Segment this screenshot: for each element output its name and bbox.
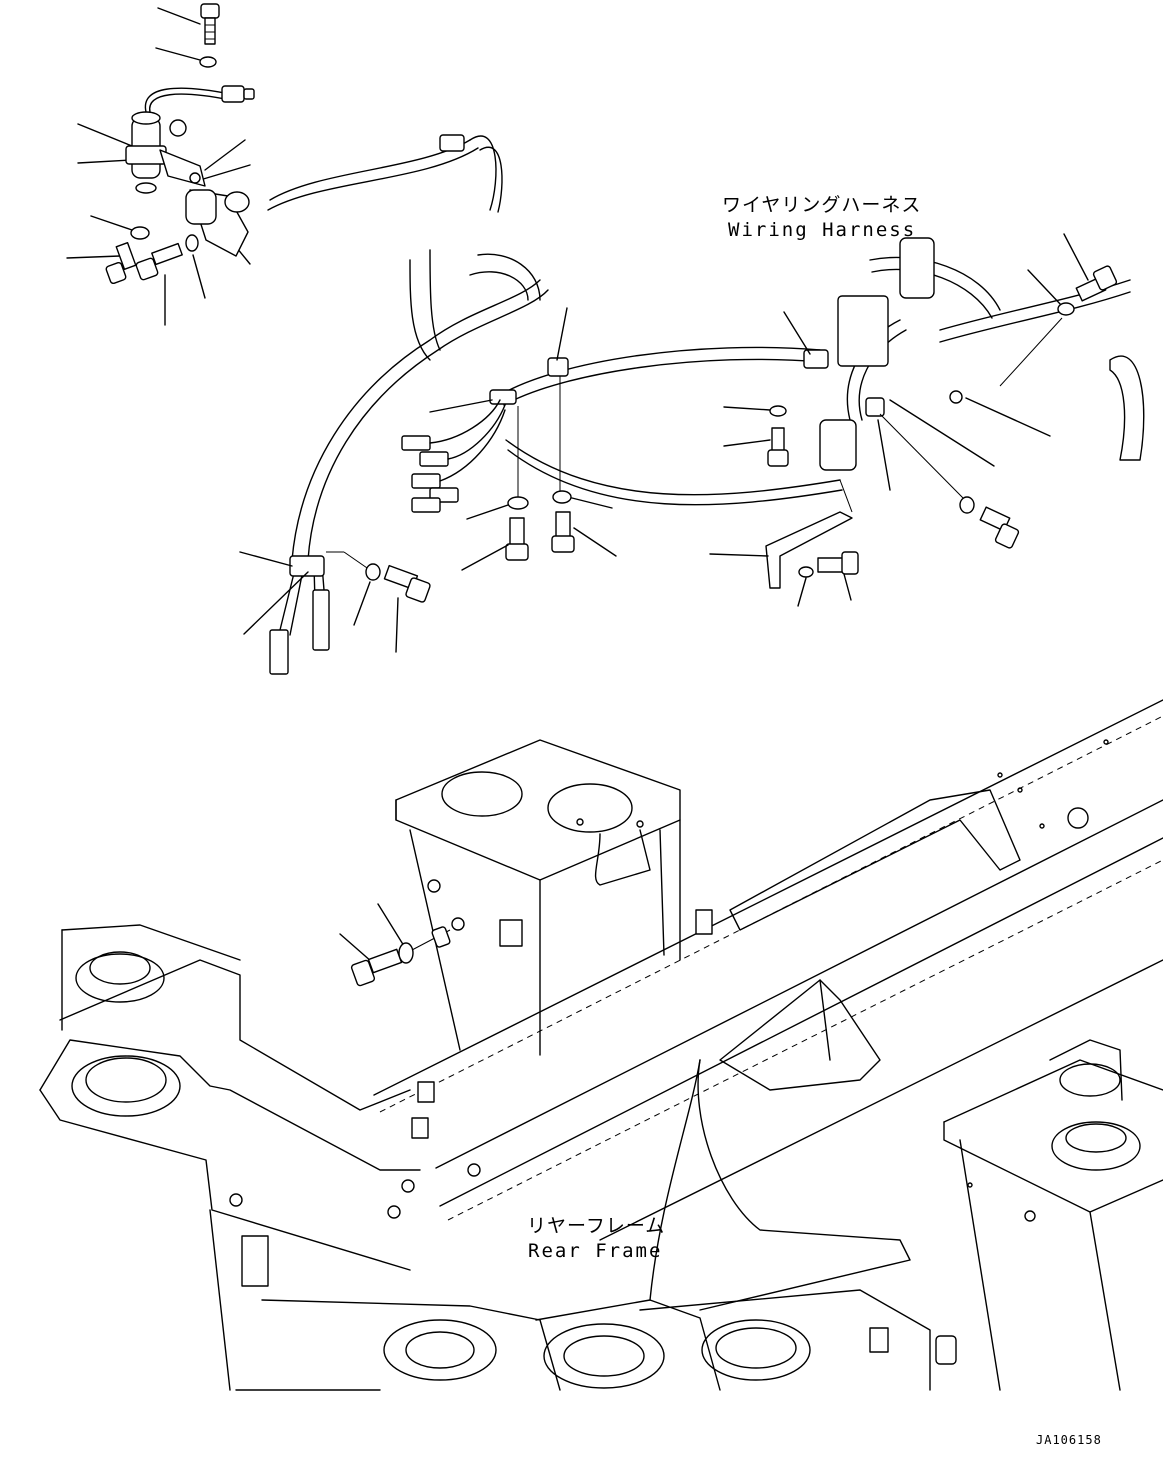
rear-frame (39, 699, 1163, 1391)
washer-top (199, 56, 217, 68)
rear-frame-jp-label: リヤーフレーム (527, 1215, 665, 1237)
rear-frame-en-label: Rear Frame (528, 1240, 662, 1262)
sensor-assembly (66, 3, 255, 326)
wiring-harness-cables (267, 134, 1145, 675)
bolt-lower-mid (135, 242, 183, 281)
middle-fasteners (239, 307, 617, 653)
drawing-code: JA106158 (1036, 1433, 1102, 1447)
bolt-top (200, 3, 220, 45)
bolt-lower-left (105, 241, 137, 285)
wiring-harness-jp-label: ワイヤリングハーネス (722, 194, 921, 216)
wiring-harness-en-label: Wiring Harness (728, 219, 916, 241)
right-fasteners (709, 233, 1118, 607)
